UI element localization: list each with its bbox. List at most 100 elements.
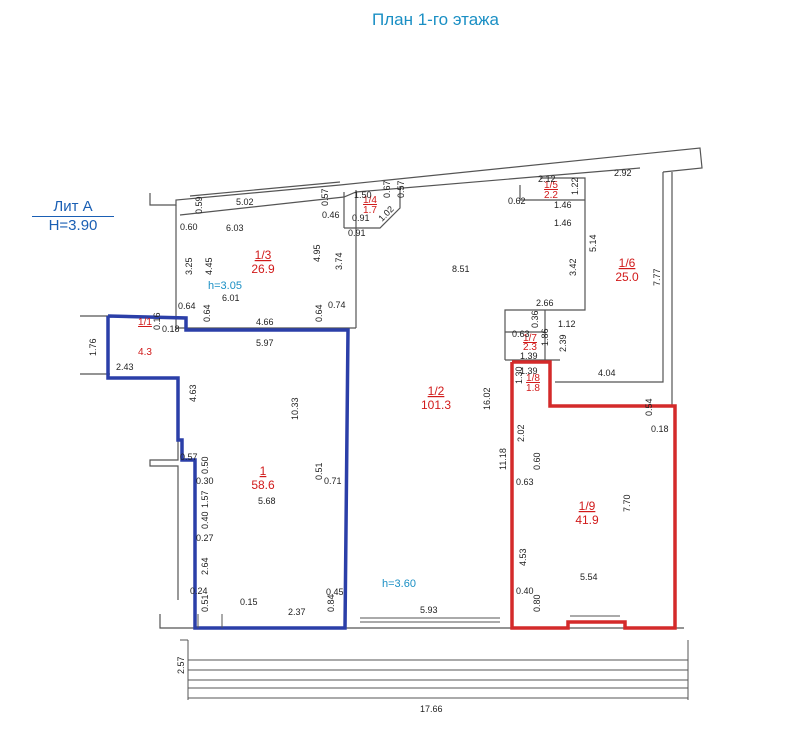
dim-label: 3.42: [568, 258, 578, 276]
dim-label: 0.51: [314, 462, 324, 480]
plan-title: План 1-го этажа: [372, 10, 500, 29]
dim-label: 0.46: [322, 210, 340, 220]
dim-label: 1.86: [540, 328, 550, 346]
dim-label: 0.27: [196, 533, 214, 543]
dim-label: 0.57: [396, 180, 406, 198]
dim-label: 5.54: [580, 572, 598, 582]
room-1-3-area: 26.9: [251, 262, 275, 276]
dim-label: 7.70: [622, 494, 632, 512]
dim-label: 0.80: [532, 594, 542, 612]
lit-label: Лит А H=3.90: [28, 198, 118, 235]
room-1-6-id: 1/6: [619, 256, 636, 270]
dim-label: 1.57: [200, 490, 210, 508]
dim-label: 2.57: [176, 656, 186, 674]
room-1-2-area: 101.3: [421, 398, 451, 412]
dim-label: 8.51: [452, 264, 470, 274]
dim-label: 0.60: [532, 452, 542, 470]
dim-label: 0.74: [328, 300, 346, 310]
room-1-outline: [106, 314, 350, 630]
dim-label: 11.18: [498, 448, 508, 470]
dim-label: 0.91: [352, 213, 370, 223]
dim-label: 5.14: [588, 234, 598, 252]
dim-label: 0.18: [651, 424, 669, 434]
dim-label: 4.63: [188, 384, 198, 402]
dim-label: 4.95: [312, 244, 322, 262]
dim-label: 0.91: [348, 228, 366, 238]
dim-label: 0.40: [516, 586, 534, 596]
height-main-label: h=3.60: [382, 578, 416, 590]
dim-label: 0.84: [326, 594, 336, 612]
bottom-wall: [159, 614, 684, 629]
room-1-9-id: 1/9: [579, 499, 596, 513]
dim-label: 0.59: [194, 196, 204, 214]
dim-label: 10.33: [290, 397, 300, 420]
dim-label: 1.39: [520, 366, 538, 376]
room-1-4-id: 1/4: [363, 195, 377, 206]
wall-1-4: [344, 186, 401, 229]
dim-label: 0.24: [190, 586, 208, 596]
top-wall: [149, 147, 703, 206]
dim-label: 0.67: [382, 180, 392, 198]
dim-label: 6.01: [222, 293, 240, 303]
dim-label: 16.02: [482, 387, 492, 410]
top-wall-inner: [179, 167, 641, 216]
dim-label: 0.57: [180, 452, 198, 462]
dim-label: 1.46: [554, 200, 572, 210]
dim-label: 1.46: [554, 218, 572, 228]
lit-height: H=3.90: [48, 217, 98, 234]
left-wall-mid: [149, 380, 179, 600]
wall-1-5: [519, 185, 585, 201]
lit-name: Лит А: [53, 198, 93, 215]
dim-label: 0.62: [508, 196, 526, 206]
room-1-9-area: 41.9: [575, 513, 599, 527]
room-1-id: 1: [260, 464, 267, 478]
dim-label: 5.02: [236, 197, 254, 207]
room-1-area: 58.6: [251, 478, 275, 492]
room-1-7-area: 2.3: [523, 342, 537, 353]
room-1-8-id: 1/8: [526, 373, 540, 384]
dim-label: 0.18: [162, 324, 180, 334]
dim-label: 1.39: [520, 351, 538, 361]
dim-label: 4.66: [256, 317, 274, 327]
dim-label: 2.66: [536, 298, 554, 308]
dim-label: 3.25: [184, 257, 194, 275]
dim-label: 0.71: [324, 476, 342, 486]
dim-label: 0.60: [180, 222, 198, 232]
dim-label: 1.12: [558, 319, 576, 329]
dim-label: 7.77: [652, 268, 662, 286]
dim-label: 0.15: [240, 597, 258, 607]
dimension-labels: 5.02 0.59 0.60 6.03 0.57 0.46 4.45 3.25 …: [88, 168, 669, 714]
dim-label: 1.30: [514, 366, 524, 384]
dim-label: 4.45: [204, 257, 214, 275]
dim-label: 2.39: [558, 334, 568, 352]
dim-label: 4.04: [598, 368, 616, 378]
lit-divider: [32, 216, 114, 217]
windows-top: [189, 181, 341, 197]
dim-label: 0.36: [530, 310, 540, 328]
dim-label: 0.64: [178, 301, 196, 311]
dim-label: 0.57: [320, 188, 330, 206]
windows-bottom: [197, 614, 620, 628]
dim-label: 1.50: [354, 190, 372, 200]
height-upper-label: h=3.05: [208, 280, 242, 292]
dim-label: 2.12: [538, 174, 556, 184]
room-1-5-area: 2.2: [544, 190, 558, 201]
dim-label: 0.63: [516, 477, 534, 487]
dim-label: 17.66: [420, 704, 443, 714]
room-1-6-area: 25.0: [615, 270, 639, 284]
room-1-7-id: 1/7: [523, 333, 537, 344]
dim-label: 2.37: [288, 607, 306, 617]
dim-label: 1.02: [376, 204, 395, 223]
room-1-2-id: 1/2: [428, 384, 445, 398]
room-1-4-area: 1.7: [363, 205, 377, 216]
dim-label: 0.54: [644, 398, 654, 416]
walls: [80, 147, 703, 629]
dim-label: 3.74: [334, 252, 344, 270]
bottom-dimension-lines: [180, 639, 689, 700]
room-1-9-outline: [510, 360, 677, 630]
dim-label: 0.64: [202, 304, 212, 322]
dim-label: 0.45: [326, 587, 344, 597]
room-1-1-area: 4.3: [138, 347, 152, 358]
dim-label: 1.76: [88, 338, 98, 356]
